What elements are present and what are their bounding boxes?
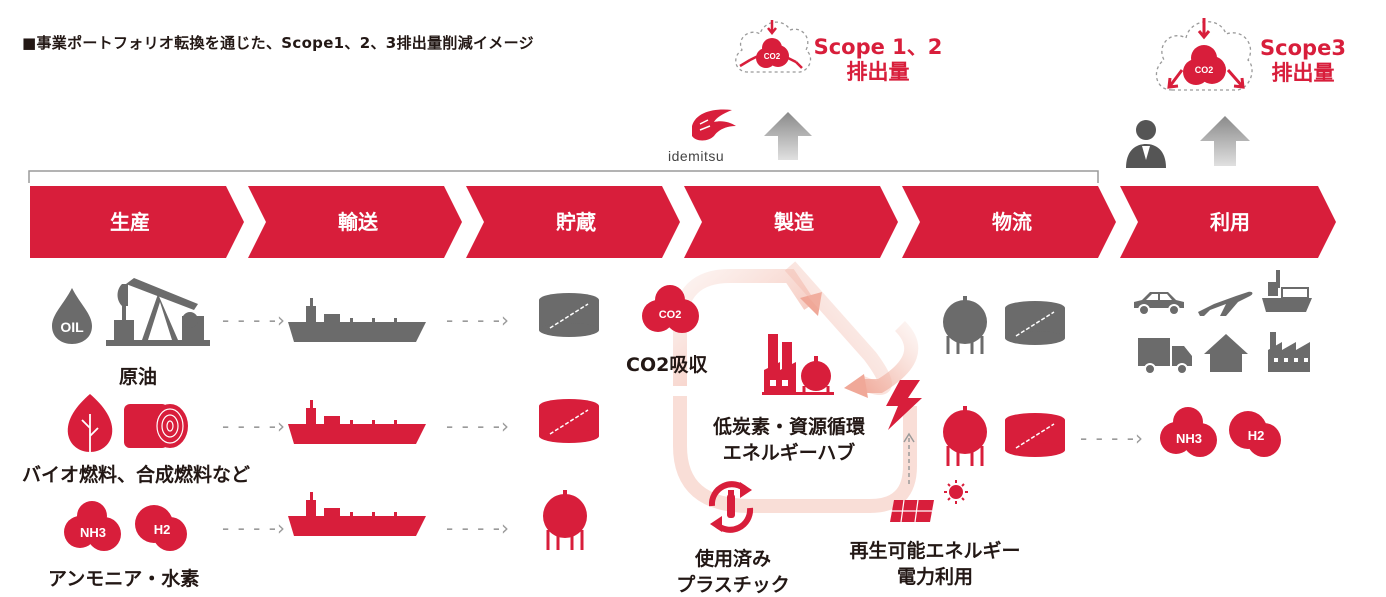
scope12-cloud-icon: CO2 xyxy=(735,20,812,73)
storage-tank-icon xyxy=(1005,413,1065,457)
h2-text: H2 xyxy=(154,522,171,537)
flow-arrow: - - - -› xyxy=(446,516,510,540)
oil-badge-text: OIL xyxy=(60,319,84,335)
scope3-cloud-icon: CO2 xyxy=(1155,18,1253,91)
oil-drop-icon: OIL xyxy=(52,288,92,344)
renewable-label-line2: 電力利用 xyxy=(896,566,973,588)
nh3-text: NH3 xyxy=(80,525,106,540)
page-title: ■事業ポートフォリオ転換を通じた、Scope1、2、3排出量削減イメージ xyxy=(22,34,534,52)
co2-absorption-label: CO2吸収 xyxy=(626,354,708,376)
spherical-tank-icon xyxy=(543,490,587,550)
co2-badge-text: CO2 xyxy=(659,309,682,321)
hub-label-line1: 低炭素・資源循環 xyxy=(712,416,865,438)
storage-tank-icon xyxy=(539,399,599,443)
house-icon xyxy=(1204,334,1248,372)
flow-arrow: - - - -› xyxy=(222,414,286,438)
value-chain-bar xyxy=(30,186,1336,258)
car-icon xyxy=(1134,292,1184,316)
pump-jack-icon xyxy=(106,278,210,346)
scope12-subtitle: 排出量 xyxy=(846,60,910,84)
stage-chevron-transport xyxy=(248,186,462,258)
storage-tank-icon xyxy=(1005,301,1065,345)
co2-cloud-icon: CO2 xyxy=(642,285,699,333)
industrial-plant-icon xyxy=(1268,332,1310,372)
factory-icon xyxy=(762,334,834,395)
log-icon xyxy=(124,404,188,448)
airplane-icon xyxy=(1198,291,1253,316)
flow-arrow: - - - -› xyxy=(222,516,286,540)
tanker-ship-icon xyxy=(288,492,426,536)
leaf-icon xyxy=(67,394,113,452)
scope12-bracket xyxy=(28,170,1099,183)
stage-chevron-use xyxy=(1120,186,1336,258)
flow-arrow: - - - -› xyxy=(222,308,286,332)
scope3-subtitle: 排出量 xyxy=(1271,61,1335,85)
solar-panel-icon xyxy=(890,480,968,522)
use-h2-text: H2 xyxy=(1248,428,1265,443)
crude-oil-label: 原油 xyxy=(118,366,157,388)
lightning-icon xyxy=(886,380,922,430)
stage-chevron-production xyxy=(30,186,244,258)
nh3-molecule-icon: NH3 xyxy=(64,501,121,551)
stage-label-transport: 輸送 xyxy=(338,210,378,234)
stage-chevron-manufacturing xyxy=(684,186,898,258)
scope3-co2-text: CO2 xyxy=(1195,65,1214,75)
spherical-tank-icon xyxy=(943,296,987,354)
stage-chevron-logistics xyxy=(902,186,1116,258)
h2-molecule-icon: H2 xyxy=(135,505,187,551)
stage-label-logistics: 物流 xyxy=(992,210,1032,234)
upload-arrow-icon xyxy=(764,112,812,160)
use-nh3-text: NH3 xyxy=(1176,431,1202,446)
truck-icon xyxy=(1138,338,1192,375)
plastic-label-line2: プラスチック xyxy=(676,574,790,596)
spherical-tank-icon xyxy=(943,406,987,466)
flow-arrow: - - - -› xyxy=(1080,426,1144,450)
tanker-ship-icon xyxy=(288,400,426,444)
nh3-molecule-icon: NH3 xyxy=(1160,407,1217,457)
ammonia-hydrogen-label: アンモニア・水素 xyxy=(48,568,200,590)
scope12-co2-text: CO2 xyxy=(764,52,781,61)
hub-label-line2: エネルギーハブ xyxy=(722,442,856,464)
flow-arrow: - - - -› xyxy=(446,308,510,332)
h2-molecule-icon: H2 xyxy=(1229,411,1281,457)
idemitsu-logo-icon xyxy=(692,109,736,141)
plastic-label-line1: 使用済み xyxy=(694,548,771,570)
stage-label-manufacturing: 製造 xyxy=(774,210,814,234)
stage-label-use: 利用 xyxy=(1210,210,1250,234)
cargo-ship-icon xyxy=(1262,270,1312,312)
bio-fuel-label: バイオ燃料、合成燃料など xyxy=(22,464,251,486)
idemitsu-logo-text: idemitsu xyxy=(668,148,725,164)
stage-chevron-storage xyxy=(466,186,680,258)
tanker-ship-icon xyxy=(288,298,426,342)
person-icon xyxy=(1126,120,1166,168)
stage-label-production: 生産 xyxy=(110,210,150,234)
scope3-title: Scope3 xyxy=(1260,36,1346,60)
renewable-label-line1: 再生可能エネルギー xyxy=(849,540,1021,562)
stage-label-storage: 貯蔵 xyxy=(556,210,596,234)
flow-arrow-up xyxy=(903,432,915,484)
recycle-bottle-icon xyxy=(708,481,754,533)
upload-arrow-icon xyxy=(1200,116,1250,166)
storage-tank-icon xyxy=(539,293,599,337)
flow-arrow: - - - -› xyxy=(446,414,510,438)
scope12-title: Scope 1、2 xyxy=(813,35,943,59)
